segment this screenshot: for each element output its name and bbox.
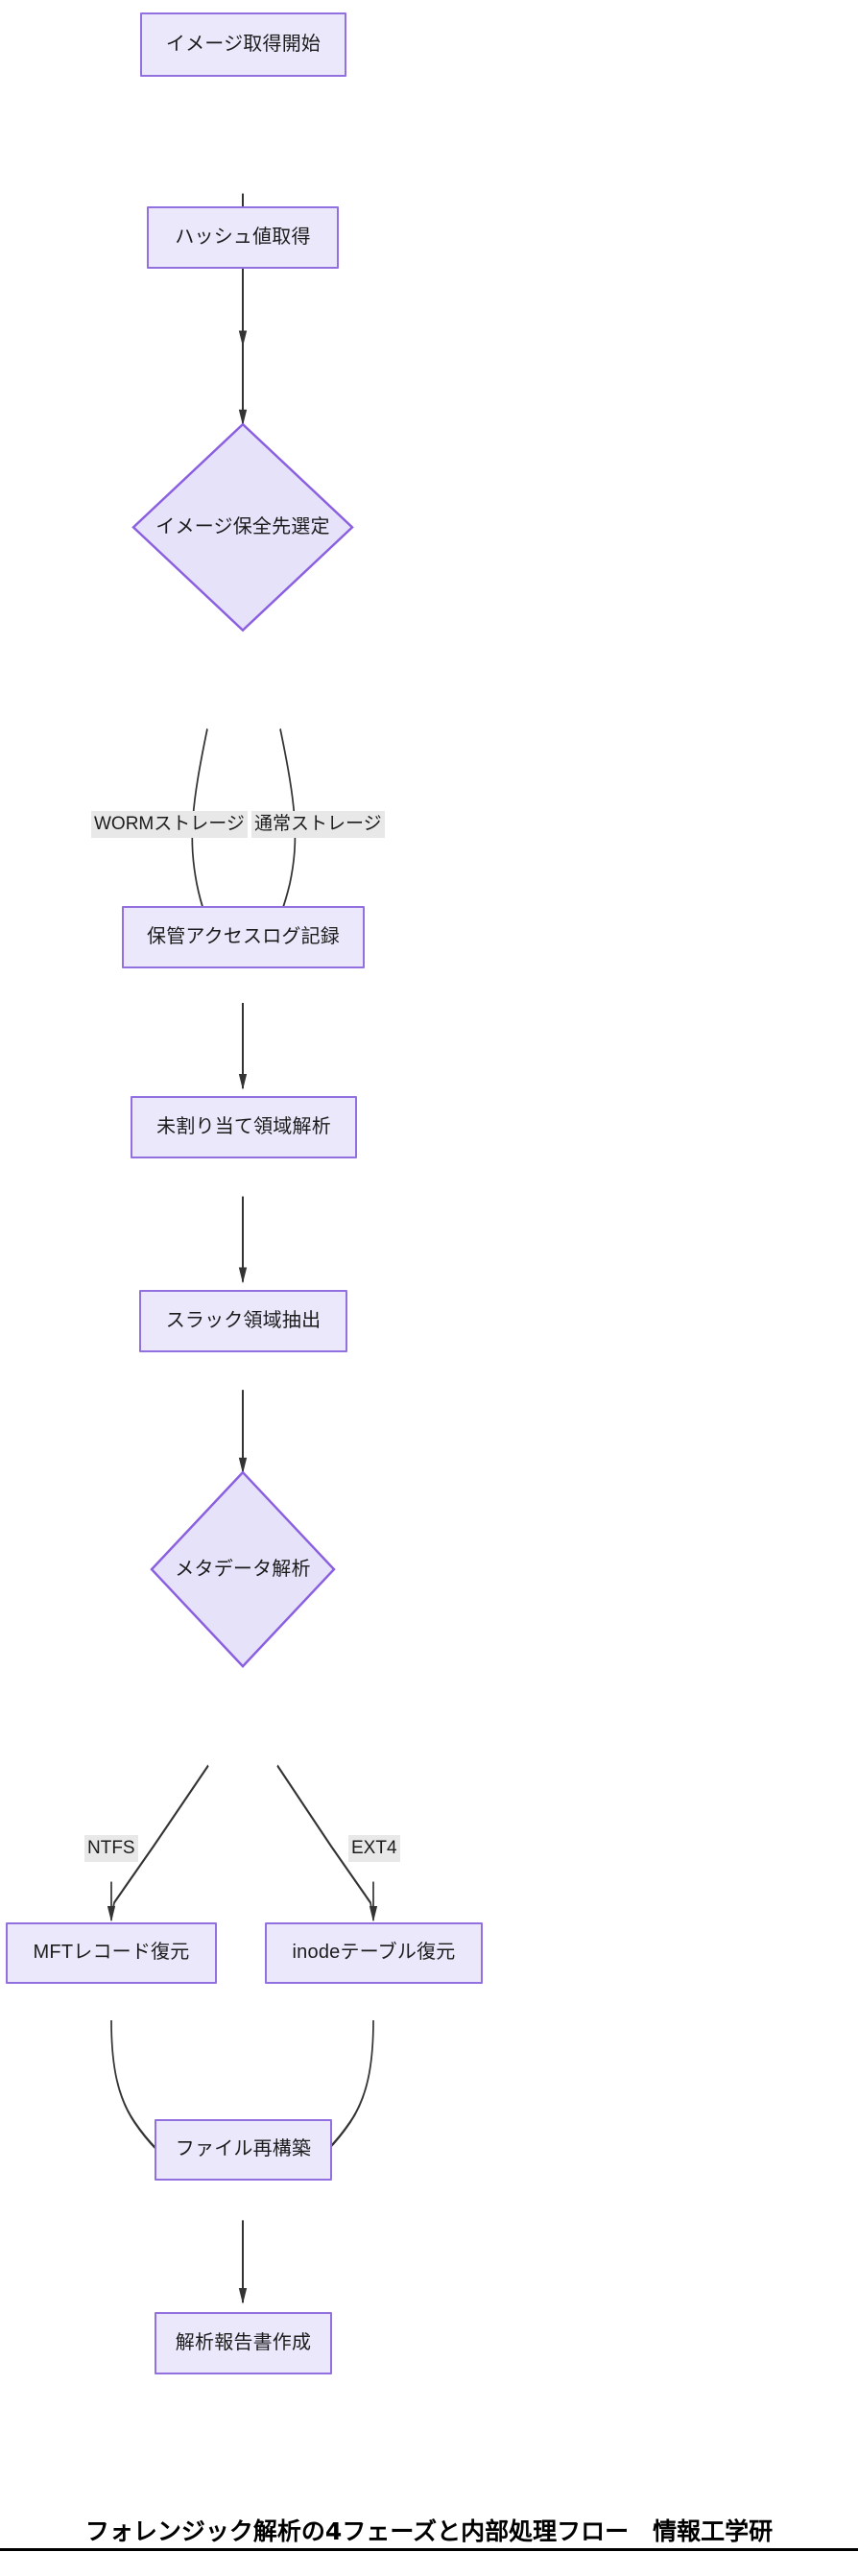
node-label: 解析報告書作成 xyxy=(175,2331,312,2353)
node-metadata-analysis[interactable]: メタデータ解析 xyxy=(150,1470,336,1669)
node-slack-space-extraction[interactable]: スラック領域抽出 xyxy=(139,1290,347,1352)
node-label: 保管アクセスログ記録 xyxy=(147,925,340,947)
diamond-shape xyxy=(131,422,354,632)
node-file-reconstruction[interactable]: ファイル再構築 xyxy=(155,2118,332,2182)
edge-label-ext4: EXT4 xyxy=(348,1834,400,1862)
node-label: メタデータ解析 xyxy=(175,1558,311,1580)
node-mft-record-recovery[interactable]: MFTレコード復元 xyxy=(6,1921,217,1985)
node-unallocated-area-analysis[interactable]: 未割り当て領域解析 xyxy=(131,1096,357,1158)
node-label: 未割り当て領域解析 xyxy=(156,1116,331,1138)
node-label: ハッシュ値取得 xyxy=(175,226,311,248)
node-image-acquisition-start[interactable]: イメージ取得開始 xyxy=(140,12,346,78)
edge-layer xyxy=(107,193,378,2304)
node-inode-table-recovery[interactable]: inodeテーブル復元 xyxy=(265,1921,483,1985)
node-image-preservation-target-selection[interactable]: イメージ保全先選定 xyxy=(131,422,354,632)
node-label: スラック領域抽出 xyxy=(165,1309,322,1331)
edge-label-text: NTFS xyxy=(87,1837,135,1858)
edge-label-text: 通常ストレージ xyxy=(254,814,382,835)
edge-label-text: EXT4 xyxy=(351,1837,397,1858)
node-label: イメージ取得開始 xyxy=(165,34,322,56)
node-storage-access-log-record[interactable]: 保管アクセスログ記録 xyxy=(122,906,365,968)
edge-label-ntfs: NTFS xyxy=(84,1834,138,1862)
figure-caption-text: フォレンジック解析の4フェーズと内部処理フロー 情報工学研 xyxy=(84,2517,774,2545)
node-label: inodeテーブル復元 xyxy=(292,1942,456,1964)
node-hash-acquisition[interactable]: ハッシュ値取得 xyxy=(147,206,339,269)
node-label: イメージ保全先選定 xyxy=(155,516,330,538)
figure-caption: フォレンジック解析の4フェーズと内部処理フロー 情報工学研 xyxy=(0,2513,858,2551)
edge-label-worm-storage: WORMストレージ xyxy=(91,811,248,838)
diamond-shape xyxy=(150,1470,336,1669)
edge-label-normal-storage: 通常ストレージ xyxy=(251,811,385,838)
node-label: MFTレコード復元 xyxy=(33,1942,190,1964)
edge-label-text: WORMストレージ xyxy=(94,814,245,835)
node-analysis-report-creation[interactable]: 解析報告書作成 xyxy=(155,2312,332,2374)
node-label: ファイル再構築 xyxy=(175,2138,312,2160)
